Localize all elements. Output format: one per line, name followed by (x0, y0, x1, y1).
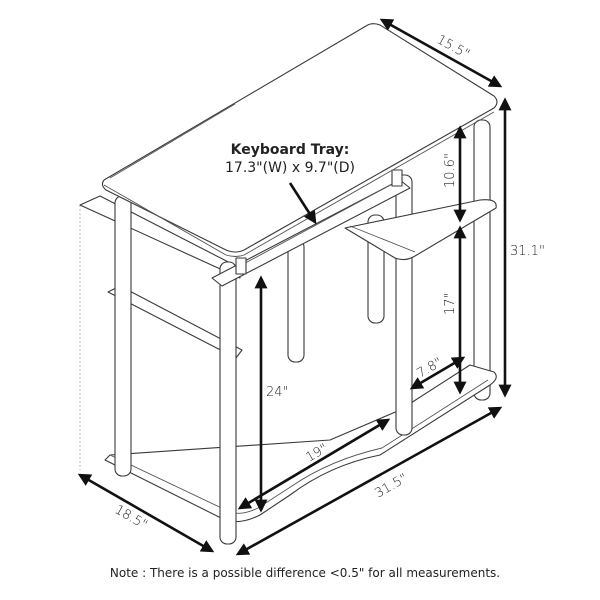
keyboard-tray (211, 179, 411, 287)
keyboard-tray-dimensions: 17.3"(W) x 9.7"(D) (225, 160, 355, 176)
keyboard-tray-title: Keyboard Tray: (230, 142, 350, 158)
dim-upper-shelf-gap: 10.6" (443, 153, 458, 188)
dimension-arrows (77, 18, 512, 556)
dim-total-height: 31.1" (510, 244, 545, 259)
dim-top-depth: 15.5" (434, 32, 472, 62)
measurement-note: Note : There is a possible difference <0… (109, 566, 501, 580)
dim-knee-height: 24" (266, 385, 289, 400)
dim-base-depth: 18.5" (112, 502, 150, 532)
dim-lower-shelf-gap: 17" (443, 292, 458, 315)
